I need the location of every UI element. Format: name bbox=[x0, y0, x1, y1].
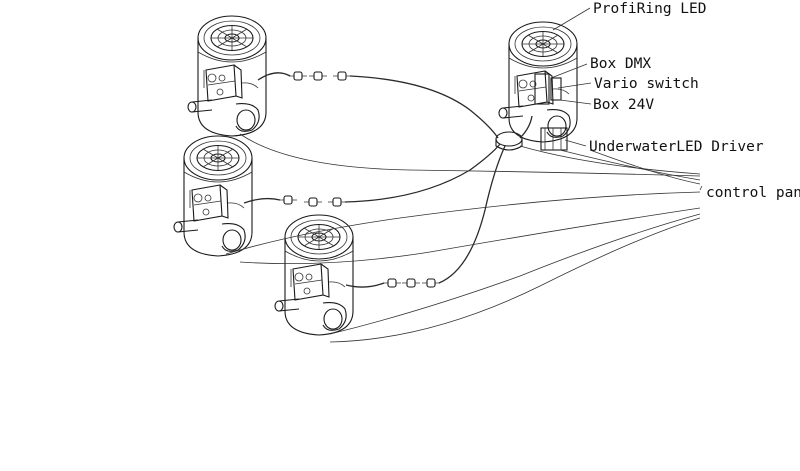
label-box-24v: Box 24V bbox=[593, 97, 654, 113]
cable-to-control-panel bbox=[329, 217, 701, 343]
cable-to-control-panel bbox=[329, 213, 701, 335]
cable bbox=[344, 143, 501, 203]
leader-line bbox=[550, 63, 588, 79]
cable-connector-icon bbox=[288, 71, 308, 81]
leader-line bbox=[564, 139, 587, 147]
cable bbox=[243, 197, 281, 204]
cable-connector-icon bbox=[332, 71, 352, 81]
cable-connector-icon bbox=[421, 278, 441, 288]
cable-connector-icon bbox=[278, 195, 298, 205]
cable bbox=[349, 75, 499, 139]
cable bbox=[345, 282, 385, 288]
leader-line bbox=[559, 99, 592, 105]
cable-connector-icon bbox=[382, 278, 402, 288]
label-box-dmx: Box DMX bbox=[590, 56, 651, 72]
main-light-unit-icon bbox=[498, 21, 578, 151]
cable-to-control-panel bbox=[225, 191, 701, 255]
cable bbox=[438, 145, 506, 284]
label-vario-switch: Vario switch bbox=[594, 76, 699, 92]
cable-to-control-panel bbox=[519, 145, 701, 175]
cable-to-control-panel bbox=[559, 149, 701, 181]
cable-connector-icon bbox=[327, 197, 347, 207]
label-control-panel: control panel bbox=[706, 185, 800, 201]
cable-to-control-panel bbox=[239, 133, 701, 177]
cable bbox=[257, 72, 291, 81]
label-profiring-led: ProfiRing LED bbox=[593, 1, 707, 17]
underwater-light-unit-icon bbox=[187, 15, 267, 137]
underwater-light-unit-icon bbox=[173, 135, 253, 257]
cable-connector-icon bbox=[303, 197, 323, 207]
junction-box bbox=[495, 131, 523, 151]
cable-connector-icon bbox=[401, 278, 421, 288]
underwater-light-unit-icon bbox=[274, 214, 354, 336]
label-underwaterled-driver: UnderwaterLED Driver bbox=[589, 139, 764, 155]
cable-to-control-panel bbox=[239, 207, 701, 265]
leader-line bbox=[552, 7, 591, 31]
leader-line bbox=[557, 82, 592, 89]
cable-connector-icon bbox=[308, 71, 328, 81]
cable bbox=[519, 115, 533, 139]
cable-to-control-panel bbox=[589, 149, 701, 185]
leader-line bbox=[699, 185, 703, 191]
